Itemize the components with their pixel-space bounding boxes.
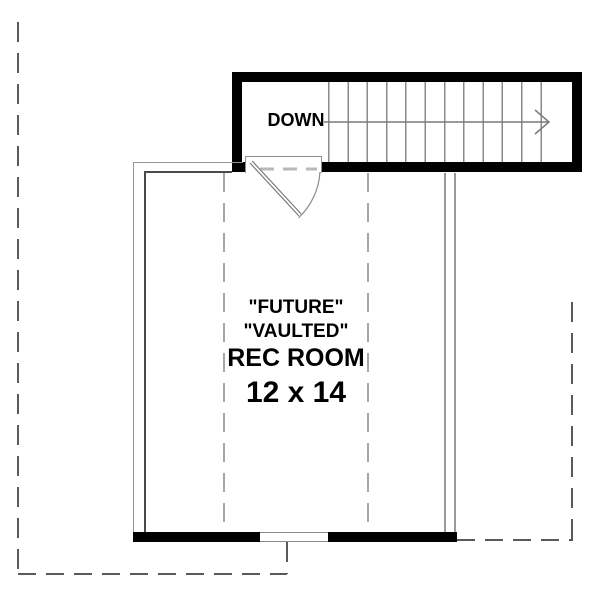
roofline-bottom-connector: [286, 542, 288, 574]
roofline-bottom: [18, 573, 287, 575]
vault-line-right: [367, 173, 369, 531]
room-label-dimensions: 12 x 14: [245, 376, 347, 409]
room-wall-left-inner: [144, 171, 146, 532]
roofline-left: [17, 22, 19, 574]
stair-down-label: DOWN: [267, 110, 325, 130]
room-window-opening: [260, 532, 328, 542]
down-arrow-icon: [324, 109, 551, 135]
door-swing: [249, 160, 321, 219]
room-wall-top-inner: [144, 171, 232, 173]
room-wall-top-outer: [133, 162, 243, 163]
room-label-name: REC ROOM: [227, 344, 365, 372]
door-leaf-line2: [251, 160, 302, 215]
roofline-right-vertical: [571, 302, 573, 540]
room-label-future: "FUTURE": [248, 297, 344, 318]
room-wall-right-inner: [454, 173, 456, 532]
vault-line-left: [223, 173, 225, 531]
roofline-right-horizontal: [457, 539, 573, 541]
door-leaf-line1: [249, 162, 300, 217]
room-label-vaulted: "VAULTED": [243, 321, 349, 342]
room-wall-left-outer: [133, 162, 134, 532]
door-swing-arc: [298, 171, 321, 219]
room-wall-right-outer: [444, 173, 446, 532]
